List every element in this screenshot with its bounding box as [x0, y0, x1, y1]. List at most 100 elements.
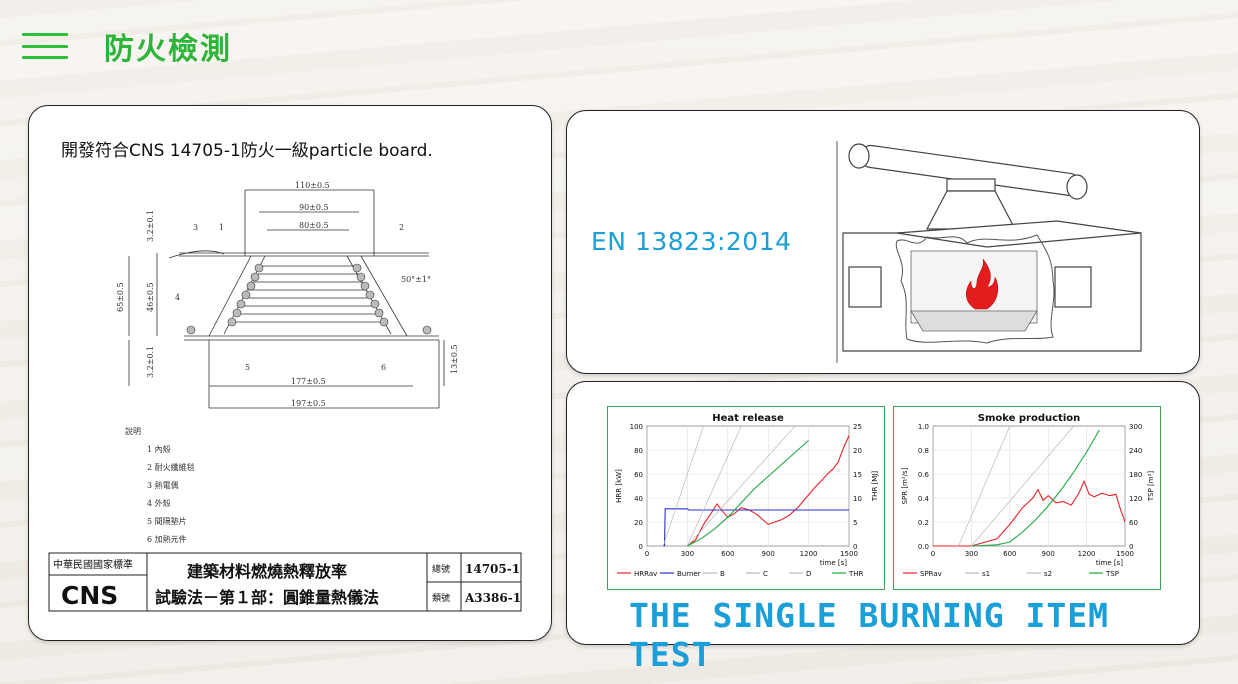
part-1: 1: [219, 223, 224, 232]
legend-label-hrrav: HRRav: [634, 570, 657, 578]
legend-label-b: B: [720, 570, 725, 578]
standard-box: 中華民國國家標準 CNS 建築材料燃燒熱釋放率 試驗法－第１部：圓錐量熱儀法 總…: [48, 552, 522, 612]
x-tick-label: 1200: [800, 550, 818, 558]
x-tick-label: 300: [681, 550, 694, 558]
x-tick-label: 300: [965, 550, 978, 558]
part-5: 5: [245, 363, 250, 372]
sbi-apparatus-illustration: [836, 141, 1142, 363]
legend-label-tsp: TSP: [1105, 570, 1119, 578]
description-text: 開發符合CNS 14705-1防火一級particle board.: [61, 141, 433, 161]
plot-area: [932, 425, 1126, 547]
en-standard-label: EN 13823:2014: [591, 227, 792, 256]
flame-icon: [966, 258, 998, 310]
legend-label-c: C: [763, 570, 768, 578]
series-line-thr: [687, 439, 809, 547]
legend-label-burner: Burner: [677, 570, 701, 578]
y-tick-label: 100: [630, 423, 643, 431]
x-tick-label: 1200: [1078, 550, 1096, 558]
dim-13: 13±0.5: [450, 344, 459, 374]
chart-title: Smoke production: [978, 413, 1081, 424]
y2-tick-label: 20: [853, 447, 862, 455]
y-tick-label: 60: [634, 471, 643, 479]
part-6: 6: [381, 363, 386, 372]
series-line-b: [662, 425, 704, 547]
x-tick-label: 0: [931, 550, 935, 558]
y2-tick-label: 300: [1129, 423, 1142, 431]
y-tick-label: 0: [639, 543, 643, 551]
y2-tick-label: 0: [853, 543, 857, 551]
en-standard-card: EN 13823:2014: [566, 110, 1200, 374]
x-tick-label: 900: [762, 550, 775, 558]
legend-label-s2: s2: [1044, 570, 1052, 578]
x-tick-label: 0: [645, 550, 649, 558]
y-tick-label: 0.8: [918, 447, 929, 455]
y2-axis-label: THR [MJ]: [871, 471, 879, 502]
dim-3-2-top: 3.2±0.1: [146, 210, 155, 242]
legend-label-s1: s1: [982, 570, 990, 578]
series-line-s1: [958, 425, 1011, 547]
y2-tick-label: 10: [853, 495, 862, 503]
legend-item-1: 1 內殼: [147, 444, 171, 454]
chart-title: Heat release: [712, 413, 784, 424]
y-axis-label: SPR [m²/s]: [901, 467, 909, 504]
dim-177: 177±0.5: [291, 377, 326, 386]
y2-tick-label: 180: [1129, 471, 1142, 479]
dim-65: 65±0.5: [116, 282, 125, 312]
y2-tick-label: 25: [853, 423, 862, 431]
y-tick-label: 0.0: [918, 543, 929, 551]
y-tick-label: 80: [634, 447, 643, 455]
sbi-test-label: THE SINGLE BURNING ITEM TEST: [629, 596, 1109, 674]
dim-90: 90±0.5: [299, 203, 329, 212]
heat-release-chart-svg: 0 20 40 60 80 100 0 5 10 15 20 25 0 300 600 900 1200 1500…: [607, 406, 885, 590]
series-line-s2: [971, 425, 1075, 547]
x-tick-label: 600: [1003, 550, 1016, 558]
legend-item-6: 6 加熱元件: [147, 534, 187, 544]
dim-110: 110±0.5: [295, 181, 330, 190]
y2-tick-label: 60: [1129, 519, 1138, 527]
standard-cat-value: A3386-1: [464, 591, 521, 605]
y-axis-label: HRR [kW]: [615, 469, 623, 503]
y-tick-label: 20: [634, 519, 643, 527]
y2-tick-label: 15: [853, 471, 862, 479]
cns-standard-card: 開發符合CNS 14705-1防火一級particle board.: [28, 105, 552, 641]
legend-label-sprav: SPRav: [920, 570, 942, 578]
dim-3-2-bottom: 3.2±0.1: [146, 346, 155, 378]
standard-title-line1: 建築材料燃燒熱釋放率: [187, 562, 347, 581]
plot-area: [646, 425, 850, 547]
y2-tick-label: 5: [853, 519, 857, 527]
legend-item-2: 2 耐火纖維毯: [147, 462, 195, 472]
part-4: 4: [175, 293, 180, 302]
y2-axis-label: TSP [m²]: [1147, 471, 1155, 503]
x-tick-label: 1500: [840, 550, 858, 558]
legend-item-4: 4 外殼: [147, 498, 171, 508]
legend-label-d: D: [806, 570, 811, 578]
dim-197: 197±0.5: [291, 399, 326, 408]
y-tick-label: 0.4: [918, 495, 930, 503]
legend-title: 說明: [125, 426, 141, 436]
series-line-c: [687, 425, 742, 547]
standard-no-label: 總號: [432, 563, 450, 575]
heat-release-chart: 0 20 40 60 80 100 0 5 10 15 20 25 0 300 600 900 1200 1500…: [607, 406, 885, 590]
y-tick-label: 1.0: [918, 423, 929, 431]
y2-tick-label: 0: [1129, 543, 1133, 551]
dim-80: 80±0.5: [299, 221, 329, 230]
standard-code: CNS: [61, 581, 118, 610]
hamburger-menu-icon[interactable]: [22, 33, 68, 59]
standard-title-line2: 試驗法－第１部：圓錐量熱儀法: [155, 588, 379, 607]
y2-tick-label: 240: [1129, 447, 1142, 455]
y-tick-label: 0.2: [918, 519, 929, 527]
legend-label-thr: THR: [848, 570, 864, 578]
y-tick-label: 40: [634, 495, 643, 503]
part-2: 2: [399, 223, 404, 232]
page-title: 防火檢測: [104, 32, 232, 67]
standard-org: 中華民國國家標準: [53, 558, 133, 571]
x-tick-label: 600: [721, 550, 734, 558]
legend-item-3: 3 熱電偶: [147, 480, 179, 490]
series-line-d: [687, 425, 796, 547]
x-tick-label: 1500: [1116, 550, 1134, 558]
cone-heater-drawing: 110±0.5 90±0.5 80±0.5 177±0.5 197±0.5 3.…: [48, 181, 522, 612]
standard-cat-label: 類號: [432, 592, 450, 604]
